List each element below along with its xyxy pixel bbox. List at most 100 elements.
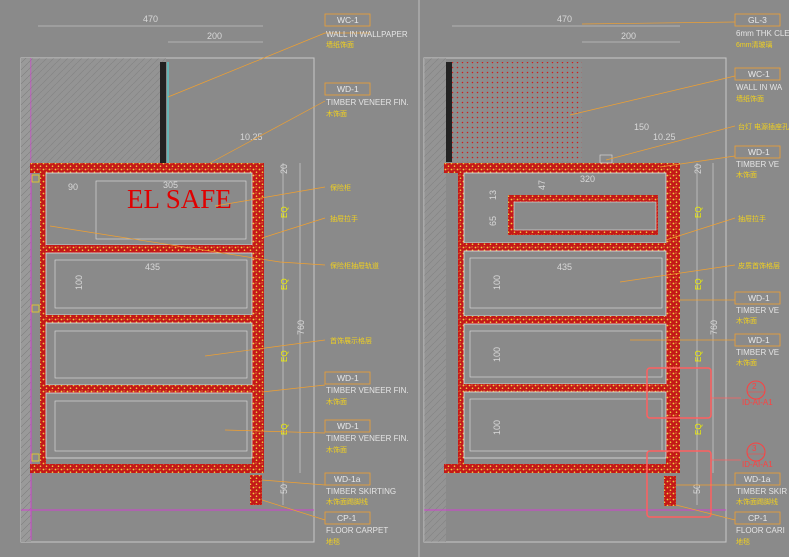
cabinet-bottom-panel bbox=[30, 464, 264, 473]
dim-drawer-width: 435 bbox=[145, 262, 160, 272]
bubble-ref: ID-AI-A1 bbox=[742, 460, 773, 469]
r-eq-4: EQ bbox=[694, 423, 703, 435]
tag-line1: TIMBER VENEER FIN. bbox=[326, 434, 409, 443]
tag-line2: 地毯 bbox=[326, 537, 340, 546]
left-elevation: 470 200 10.25 90 305 EL SAFE 435 100 bbox=[20, 14, 370, 543]
tag-line2: 木饰面 bbox=[326, 109, 347, 118]
r-drawer-3 bbox=[463, 391, 667, 459]
tag-code: WC-1 bbox=[337, 15, 359, 25]
r-dim-small-w: 320 bbox=[580, 174, 595, 184]
tag-line2: 6mm清玻璃 bbox=[736, 40, 773, 49]
tag-cp1-left: CP-1 FLOOR CARPET 地毯 bbox=[324, 511, 388, 546]
safe-box bbox=[95, 180, 247, 240]
drawer-2-inner bbox=[54, 330, 248, 379]
eq-2: EQ bbox=[280, 278, 289, 290]
tag-line1: WALL IN WA bbox=[736, 83, 783, 92]
left-tags: WC-1 WALL IN WALLPAPER 墙纸饰面 WD-1 TIMBER … bbox=[324, 13, 409, 546]
drawer-3 bbox=[45, 392, 253, 459]
r-dim-depth-3: 100 bbox=[492, 420, 502, 435]
tag-line1: WALL IN WALLPAPER bbox=[326, 30, 408, 39]
tag-line2: 地毯 bbox=[736, 537, 750, 546]
tag-wd1-right-b: WD-1 TIMBER VE 木饰面 bbox=[734, 291, 781, 325]
right-wall-section bbox=[424, 58, 446, 542]
r-shelf-2 bbox=[464, 316, 666, 324]
bubble-num: 3 bbox=[752, 444, 757, 453]
tag-code: WD-1 bbox=[748, 147, 770, 157]
tag-line1: FLOOR CARPET bbox=[326, 526, 388, 535]
cabinet-left-side bbox=[40, 173, 46, 466]
tag-wd1-left-b: WD-1 TIMBER VENEER FIN. 木饰面 bbox=[324, 371, 409, 406]
tag-line2: 木饰面 bbox=[326, 397, 347, 406]
cabinet-right-side bbox=[252, 173, 264, 466]
callout-safe-rail: 保险柜抽屉轨道 bbox=[330, 261, 379, 270]
cabinet-top-panel bbox=[30, 163, 264, 173]
tag-wd1-right-c: WD-1 TIMBER VE 木饰面 bbox=[734, 333, 781, 367]
tag-wd1a-right: WD-1a TIMBER SKIR 木饰面踢脚线 bbox=[734, 472, 787, 506]
tag-code: WD-1 bbox=[337, 421, 359, 431]
eq-4: EQ bbox=[280, 423, 289, 435]
r-dim-top: 20 bbox=[693, 164, 703, 174]
dim-height: 760 bbox=[296, 320, 306, 335]
tag-wd1-left-a: WD-1 TIMBER VENEER FIN. 木饰面 bbox=[324, 82, 409, 118]
tag-line2: 木饰面 bbox=[736, 170, 757, 179]
right-tags: GL-3 6mm THK CLEA 6mm清玻璃 WC-1 WALL IN WA… bbox=[734, 13, 789, 546]
shelf-1 bbox=[46, 245, 252, 253]
tag-line2: 墙纸饰面 bbox=[326, 40, 354, 49]
bubble-num: 2 bbox=[752, 382, 757, 391]
r-dim-drawer-width: 435 bbox=[557, 262, 572, 272]
callout-safe: 保险柜 bbox=[330, 183, 351, 192]
drawer-1-inner bbox=[54, 259, 248, 309]
r-cabinet-left bbox=[458, 173, 464, 466]
dim-offset: 10.25 bbox=[240, 132, 263, 142]
tag-code: WC-1 bbox=[748, 69, 770, 79]
tag-code: WD-1 bbox=[337, 84, 359, 94]
r-eq-1: EQ bbox=[694, 206, 703, 218]
detail-bubble-2: 2 ID-AI-A1 bbox=[742, 380, 773, 407]
tag-wd1a-left: WD-1a TIMBER SKIRTING 木饰面踢脚线 bbox=[324, 472, 396, 506]
dim-depth-1: 100 bbox=[74, 275, 84, 290]
r-cabinet-bottom bbox=[444, 464, 680, 473]
r-skirting bbox=[664, 476, 676, 506]
bubble-ref: ID-AI-A1 bbox=[742, 398, 773, 407]
r-dim-depth-1: 100 bbox=[492, 275, 502, 290]
r-dim-height: 760 bbox=[709, 320, 719, 335]
r-cabinet-top bbox=[444, 163, 680, 173]
tag-line1: TIMBER VE bbox=[736, 160, 779, 169]
left-leaders bbox=[49, 32, 370, 521]
right-glass-edge bbox=[446, 62, 452, 162]
glass-panel bbox=[452, 62, 582, 162]
tag-line2: 墙纸饰面 bbox=[736, 94, 764, 103]
r-drawer-2-inner bbox=[469, 330, 663, 378]
detail-box-3 bbox=[646, 450, 712, 518]
tag-cp1-right: CP-1 FLOOR CARI 地毯 bbox=[734, 511, 785, 546]
left-mirror-edge bbox=[160, 62, 166, 163]
r-dim-a: 47 bbox=[537, 180, 547, 190]
eq-3: EQ bbox=[280, 350, 289, 362]
r-dim-inner-width: 200 bbox=[621, 31, 636, 41]
tag-code: CP-1 bbox=[337, 513, 357, 523]
r-dim-b: 13 bbox=[488, 190, 498, 200]
tag-line1: 6mm THK CLEA bbox=[736, 29, 789, 38]
dim-small-b: 305 bbox=[163, 180, 178, 190]
tag-wd1-right-a: WD-1 TIMBER VE 木饰面 bbox=[734, 145, 781, 179]
r-callout-handle: 抽屉拉手 bbox=[738, 214, 766, 223]
detail-bubble-3: 3 ID-AI-A1 bbox=[742, 442, 773, 469]
tag-wc1-right: WC-1 WALL IN WA 墙纸饰面 bbox=[734, 67, 783, 103]
drawer-3-inner bbox=[54, 400, 248, 452]
r-tray-inner bbox=[513, 201, 657, 231]
tag-line1: TIMBER VENEER FIN. bbox=[326, 98, 409, 107]
tag-code: WD-1a bbox=[744, 474, 771, 484]
tag-line1: TIMBER VE bbox=[736, 348, 779, 357]
r-eq-3: EQ bbox=[694, 350, 703, 362]
tag-wd1-left-c: WD-1 TIMBER VENEER FIN. 木饰面 bbox=[324, 419, 409, 454]
callout-jewel-shelf: 首饰展示格层 bbox=[330, 336, 372, 345]
shelf-2 bbox=[46, 315, 252, 323]
tag-code: GL-3 bbox=[748, 15, 767, 25]
r-dim-skirt: 50 bbox=[692, 484, 702, 494]
r-drawer-3-inner bbox=[469, 398, 663, 452]
left-wallpaper-area bbox=[31, 58, 166, 163]
r-cabinet-right bbox=[666, 173, 680, 466]
shelf-3 bbox=[46, 385, 252, 393]
el-safe-label: EL SAFE bbox=[127, 184, 232, 214]
